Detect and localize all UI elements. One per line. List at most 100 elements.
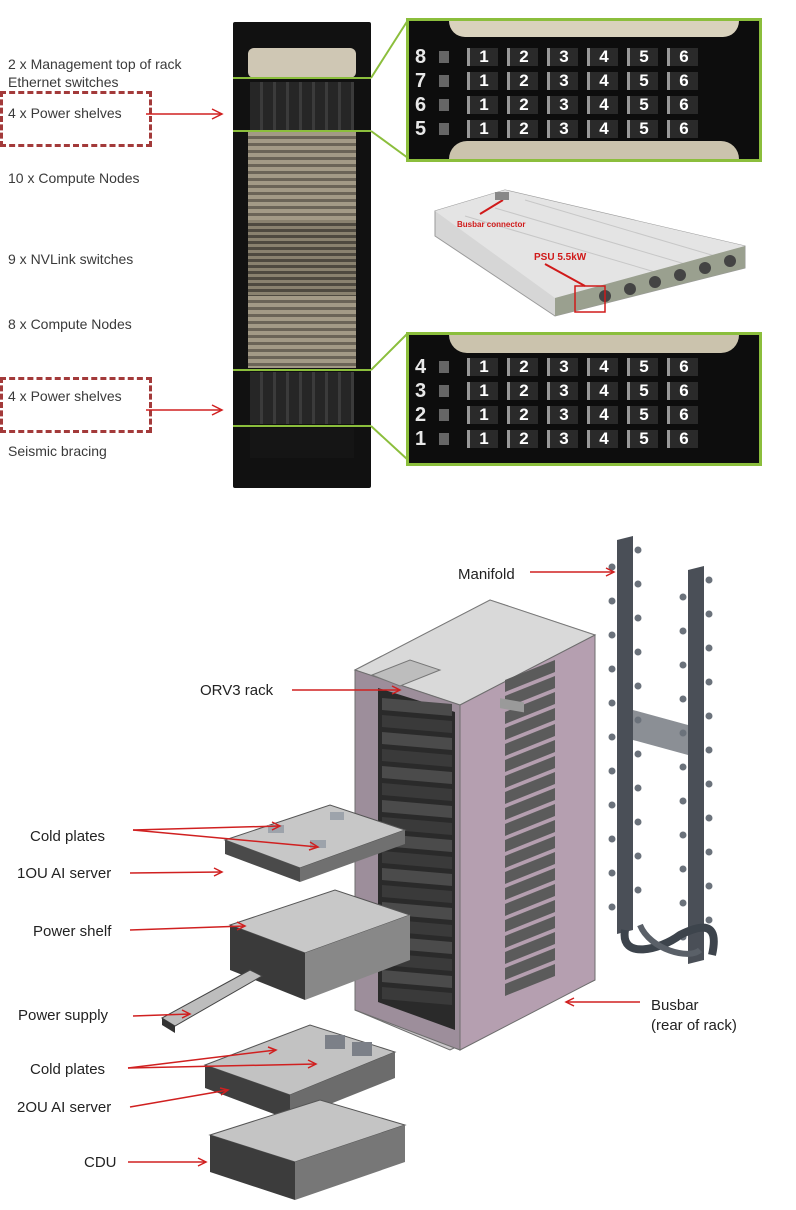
rack-slot [382, 732, 452, 750]
psu-slot: 6 [667, 358, 698, 376]
manifold-fitting [679, 729, 687, 737]
network-port-icon [439, 99, 449, 111]
rack-slot [382, 749, 452, 767]
label-seismic-bracing: Seismic bracing [8, 443, 107, 459]
busbar-slot [505, 820, 555, 852]
manifold-fitting [634, 784, 642, 792]
psu-slot: 5 [627, 406, 658, 424]
psu-slot: 4 [587, 72, 618, 90]
manifold-fitting [679, 763, 687, 771]
manifold-fitting [705, 780, 713, 788]
psu-slot: 3 [547, 72, 578, 90]
rack-slot [382, 715, 452, 733]
manifold-fitting [705, 848, 713, 856]
divider-line [233, 130, 371, 132]
rack-slot [382, 800, 452, 818]
manifold-fitting [608, 903, 616, 911]
manifold-fitting [608, 699, 616, 707]
psu-slot: 3 [547, 120, 578, 138]
label-power-supply: Power supply [18, 1007, 109, 1024]
psu-slot: 3 [547, 430, 578, 448]
label-cold-plates-top: Cold plates [30, 828, 106, 845]
top-arrows [146, 19, 409, 461]
switch-edge [449, 21, 739, 37]
psu-slot: 2 [507, 406, 538, 424]
label-nvlink-switches: 9 x NVLink switches [8, 251, 134, 267]
psu-slot: 1 [467, 72, 498, 90]
psu-slot: 6 [667, 48, 698, 66]
manifold-fitting [679, 797, 687, 805]
shelf-number: 2 [415, 404, 427, 426]
busbar-slot [505, 916, 555, 948]
psu-slot: 3 [547, 96, 578, 114]
management-switches [248, 48, 356, 78]
manifold-fitting [634, 580, 642, 588]
compute-nodes-top [248, 132, 356, 220]
psu-slot: 6 [667, 120, 698, 138]
rack-slot [382, 987, 452, 1005]
manifold-fitting [608, 767, 616, 775]
network-port-icon [439, 123, 449, 135]
psu-slot: 6 [667, 72, 698, 90]
psu-slot: 4 [587, 430, 618, 448]
busbar-slot [505, 836, 555, 868]
psu-slot: 6 [667, 406, 698, 424]
label-cold-plates-bottom: Cold plates [30, 1061, 106, 1078]
manifold-fitting [705, 916, 713, 924]
psu-slot: 3 [547, 406, 578, 424]
psu-slot: 5 [627, 48, 658, 66]
manifold-fitting [705, 712, 713, 720]
psu-slot: 1 [467, 382, 498, 400]
manifold-fitting [608, 801, 616, 809]
label-cdu: CDU [84, 1154, 117, 1171]
rack-slot [382, 783, 452, 801]
psu-slot: 2 [507, 430, 538, 448]
manifold-fitting [634, 716, 642, 724]
manifold-fitting [608, 597, 616, 605]
psu-slot: 4 [587, 382, 618, 400]
label-busbar-line2: (rear of rack) [651, 1017, 737, 1034]
psu-callout: PSU 5.5kW [534, 252, 587, 263]
psu-slot: 5 [627, 96, 658, 114]
shelf-number: 6 [415, 94, 427, 116]
manifold-fitting [634, 546, 642, 554]
shelf-number: 1 [415, 428, 427, 450]
rack-slot [382, 970, 452, 988]
manifold-fitting [634, 614, 642, 622]
label-compute-nodes-10: 10 x Compute Nodes [8, 170, 140, 186]
psu-slot: 6 [667, 96, 698, 114]
psu-shelf-illustration [434, 189, 746, 317]
psu-slot: 1 [467, 48, 498, 66]
nvlink-switch-trays [248, 220, 356, 296]
rack-slot [382, 868, 452, 886]
manifold-fitting [608, 835, 616, 843]
shelf-number: 8 [415, 46, 427, 68]
psu-slot: 5 [627, 358, 658, 376]
network-port-icon [439, 361, 449, 373]
manifold-fitting [634, 750, 642, 758]
psu-slot: 4 [587, 48, 618, 66]
manifold-fitting [705, 644, 713, 652]
label-manifold: Manifold [458, 566, 515, 583]
network-port-icon [439, 409, 449, 421]
manifold-fitting [608, 631, 616, 639]
shelf-number: 4 [415, 356, 427, 378]
psu-slot: 1 [467, 120, 498, 138]
rack-slot [382, 766, 452, 784]
busbar-slot [505, 708, 555, 740]
psu-slot: 2 [507, 382, 538, 400]
busbar-slot [505, 740, 555, 772]
busbar-slot [505, 964, 555, 996]
power-shelves-bottom [250, 372, 354, 424]
shelf-number: 5 [415, 118, 427, 140]
power-shelves-bottom-highlight [0, 377, 152, 433]
busbar-slot [505, 868, 555, 900]
manifold-fitting [679, 593, 687, 601]
manifold-fitting [634, 886, 642, 894]
label-power-shelves-bottom: 4 x Power shelves [8, 388, 122, 404]
manifold-fitting [634, 852, 642, 860]
busbar-connector-callout: Busbar connector [457, 220, 526, 229]
